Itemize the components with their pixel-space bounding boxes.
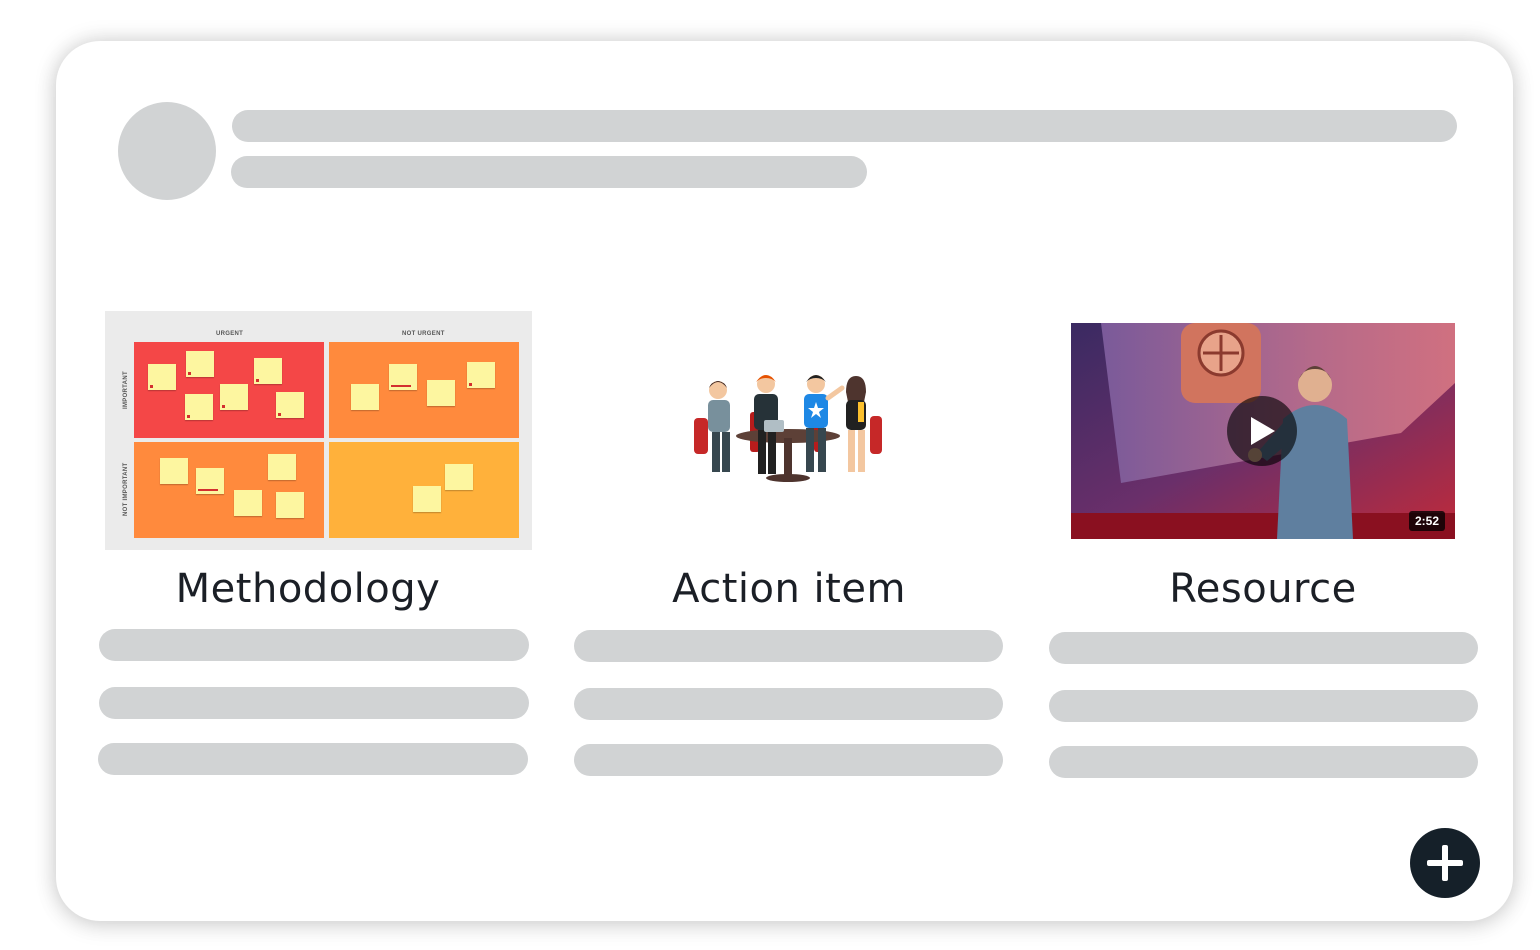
matrix-quadrant-not-urgent-not-important [329,442,519,538]
matrix-quadrant-urgent-not-important [134,442,324,538]
play-button[interactable] [1227,396,1297,466]
action-item-line-2 [574,688,1003,720]
action-item-title: Action item [672,566,906,612]
header-title-placeholder [232,110,1457,142]
eisenhower-matrix-image: URGENT NOT URGENT IMPORTANT NOT IMPORTAN… [105,311,532,550]
resource-line-2 [1049,690,1478,722]
methodology-line-2 [99,687,529,719]
play-icon [1251,417,1275,445]
matrix-col-header-not-urgent: NOT URGENT [402,331,445,337]
action-item-line-3 [574,744,1003,776]
team-meeting-illustration [694,375,882,482]
matrix-row-header-not-important: NOT IMPORTANT [123,462,129,516]
resource-line-1 [1049,632,1478,664]
matrix-row-header-important: IMPORTANT [123,371,129,409]
action-item-line-1 [574,630,1003,662]
matrix-col-header-urgent: URGENT [216,331,244,337]
matrix-quadrant-urgent-important [134,342,324,438]
avatar-placeholder [118,102,216,200]
matrix-quadrant-not-urgent-important [329,342,519,438]
resource-line-3 [1049,746,1478,778]
video-thumbnail[interactable]: 2:52 [1071,323,1455,539]
resource-title: Resource [1169,566,1357,612]
video-duration: 2:52 [1408,511,1445,531]
methodology-line-1 [99,629,529,661]
add-button[interactable] [1410,828,1480,898]
methodology-title: Methodology [175,566,441,612]
methodology-line-3 [98,743,528,775]
plus-icon [1427,845,1463,881]
header-subtitle-placeholder [231,156,867,188]
